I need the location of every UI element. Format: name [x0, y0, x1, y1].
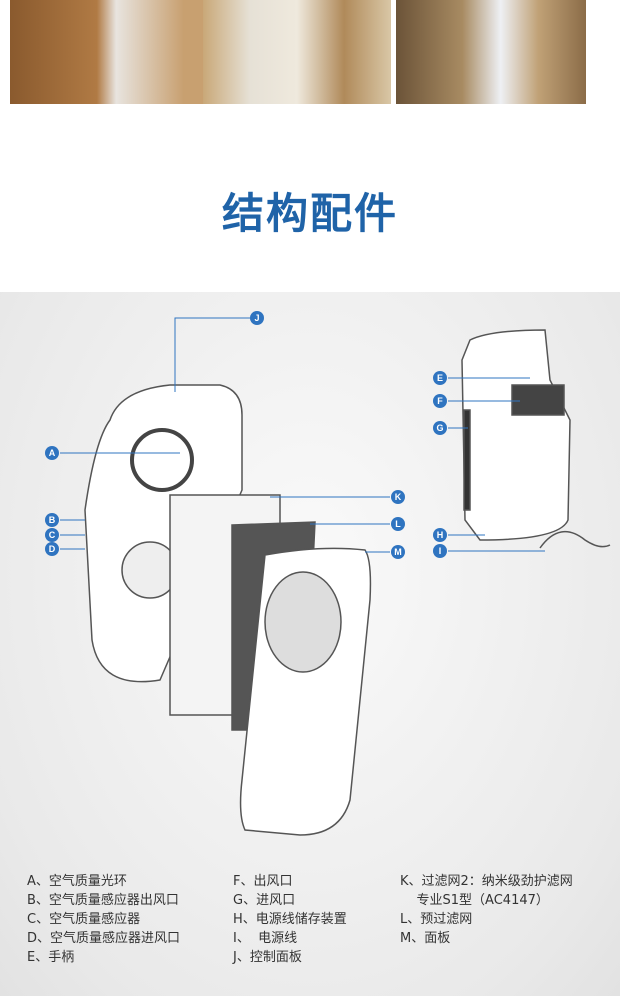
callout-j: J [250, 311, 264, 325]
legend-k-model: 专业S1型（AC4147） [400, 893, 549, 908]
callout-b: B [45, 513, 59, 527]
svg-text:E: E [437, 373, 443, 383]
callout-c: C [45, 528, 59, 542]
product-photos [0, 0, 620, 105]
callout-a: A [45, 446, 59, 460]
legend-b: B、空气质量感应器出风口 [27, 893, 179, 908]
callout-l: L [391, 517, 405, 531]
svg-text:J: J [254, 313, 259, 323]
svg-text:D: D [49, 544, 56, 554]
callout-f: F [433, 394, 447, 408]
legend-col-1: A、空气质量光环 B、空气质量感应器出风口 C、空气质量感应器 D、空气质量感应… [27, 872, 180, 967]
legend-m: M、面板 [400, 931, 451, 946]
callout-g: G [433, 421, 447, 435]
air-quality-ring [130, 428, 194, 492]
section-title: 结构配件 [221, 189, 398, 238]
panel-hole [264, 571, 342, 673]
svg-text:B: B [49, 515, 56, 525]
svg-text:I: I [439, 546, 442, 556]
callout-k: K [391, 490, 405, 504]
exploded-view: J A B C D K L M E F G H I [45, 311, 611, 836]
legend-h: H、电源线储存装置 [233, 912, 347, 927]
legend-col-2: F、出风口 G、进风口 H、电源线储存装置 I、 电源线 J、控制面板 [233, 872, 347, 967]
svg-text:G: G [436, 423, 443, 433]
legend-e: E、手柄 [27, 950, 75, 965]
purifier-body [84, 384, 243, 683]
callout-h: H [433, 528, 447, 542]
photo-bookshelf [10, 0, 203, 104]
legend-d: D、空气质量感应器进风口 [27, 931, 181, 946]
svg-text:K: K [395, 492, 402, 502]
legend-c: C、空气质量感应器 [27, 912, 141, 927]
callout-m: M [391, 545, 405, 559]
svg-text:F: F [437, 396, 443, 406]
legend-j: J、控制面板 [233, 950, 302, 965]
legend-i: I、 电源线 [233, 931, 298, 946]
legend-f: F、出风口 [233, 874, 293, 889]
outlet-grille [511, 384, 565, 416]
callout-i: I [433, 544, 447, 558]
legend-col-3: K、过滤网2：纳米级劲护滤网 专业S1型（AC4147） L、预过滤网 M、面板 [400, 872, 573, 948]
power-cord [539, 531, 611, 549]
structure-diagram: J A B C D K L M E F G H I [0, 292, 620, 996]
purifier-side [461, 329, 571, 541]
svg-text:M: M [394, 547, 402, 557]
callout-e: E [433, 371, 447, 385]
legend-k: K、过滤网2：纳米级劲护滤网 [400, 874, 573, 889]
inlet-grille [463, 409, 471, 511]
legend-l: L、预过滤网 [400, 912, 473, 927]
photo-cabinet [203, 0, 391, 104]
svg-text:C: C [49, 530, 56, 540]
svg-text:H: H [437, 530, 444, 540]
svg-text:A: A [49, 448, 56, 458]
callout-d: D [45, 542, 59, 556]
legend-a: A、空气质量光环 [27, 874, 127, 889]
legend-g: G、进风口 [233, 893, 296, 908]
svg-text:L: L [395, 519, 401, 529]
photo-classroom [396, 0, 586, 104]
